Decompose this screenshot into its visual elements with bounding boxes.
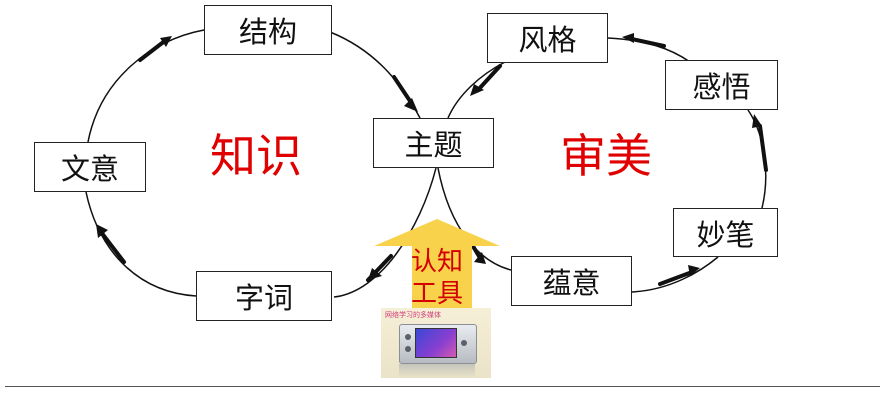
arrow-heads xyxy=(96,33,762,280)
arrow-mark-ganwu xyxy=(758,124,768,172)
connector-ziqi-to-wenyi xyxy=(85,191,197,297)
node-style: 风格 xyxy=(487,13,608,63)
node-style-label: 风格 xyxy=(518,23,577,57)
arrow-head-theme-left xyxy=(404,98,418,112)
arrow-mark-miaobi xyxy=(658,270,694,286)
arrow-head-style xyxy=(622,33,634,43)
device-button-3 xyxy=(461,340,467,346)
node-gan-wu-label: 感悟 xyxy=(692,70,751,104)
arrow-mark-wenyi xyxy=(99,230,126,264)
device-reflection xyxy=(399,364,475,378)
media-player-icon: 网络学习的多媒体 xyxy=(381,308,491,378)
arrow-head-miaobi xyxy=(688,265,700,276)
region-label-knowledge: 知识 xyxy=(210,129,302,183)
arrow-mark-style xyxy=(630,37,666,48)
arrow-head-theme-right xyxy=(470,84,484,96)
arrow-head-structure xyxy=(160,36,172,47)
node-structure-label: 结构 xyxy=(238,15,297,49)
connector-yunyi-to-miaobi xyxy=(631,256,719,293)
arrow-head-ziqi xyxy=(368,268,382,280)
node-theme: 主题 xyxy=(373,118,494,168)
connector-theme-to-ziqi xyxy=(333,167,437,298)
region-label-aesthetics: 审美 xyxy=(560,129,652,183)
node-miao-bi: 妙笔 xyxy=(673,208,778,257)
node-wen-yi: 文意 xyxy=(34,142,146,192)
connector-wenyi-to-structure xyxy=(87,29,205,143)
device-button-1 xyxy=(405,334,411,340)
node-gan-wu: 感悟 xyxy=(665,60,778,110)
node-miao-bi-label: 妙笔 xyxy=(696,217,755,252)
arrow-head-wenyi xyxy=(96,224,108,238)
node-wen-yi-label: 文意 xyxy=(60,152,119,186)
arrow-mark-structure xyxy=(138,38,168,62)
device-caption: 网络学习的多媒体 xyxy=(385,311,441,319)
cognitive-tool-line1: 认知 xyxy=(410,247,463,277)
bottom-divider xyxy=(5,386,880,387)
node-zi-ci-label: 字词 xyxy=(234,281,293,315)
cognitive-tool-line2: 工具 xyxy=(410,279,463,309)
node-theme-label: 主题 xyxy=(404,128,463,162)
arrow-mark-theme-right xyxy=(476,64,502,92)
node-yun-yi: 蕴意 xyxy=(511,256,632,306)
device-screen xyxy=(415,328,457,358)
arrow-head-ganwu xyxy=(752,114,762,128)
arrow-head-yunyi xyxy=(474,252,486,264)
node-zi-ci: 字词 xyxy=(196,271,332,321)
node-structure: 结构 xyxy=(204,5,332,55)
node-yun-yi-label: 蕴意 xyxy=(542,266,601,300)
device-button-2 xyxy=(405,346,411,352)
arrow-mark-theme-left xyxy=(392,75,414,106)
cognitive-tool-arrow xyxy=(374,219,500,312)
